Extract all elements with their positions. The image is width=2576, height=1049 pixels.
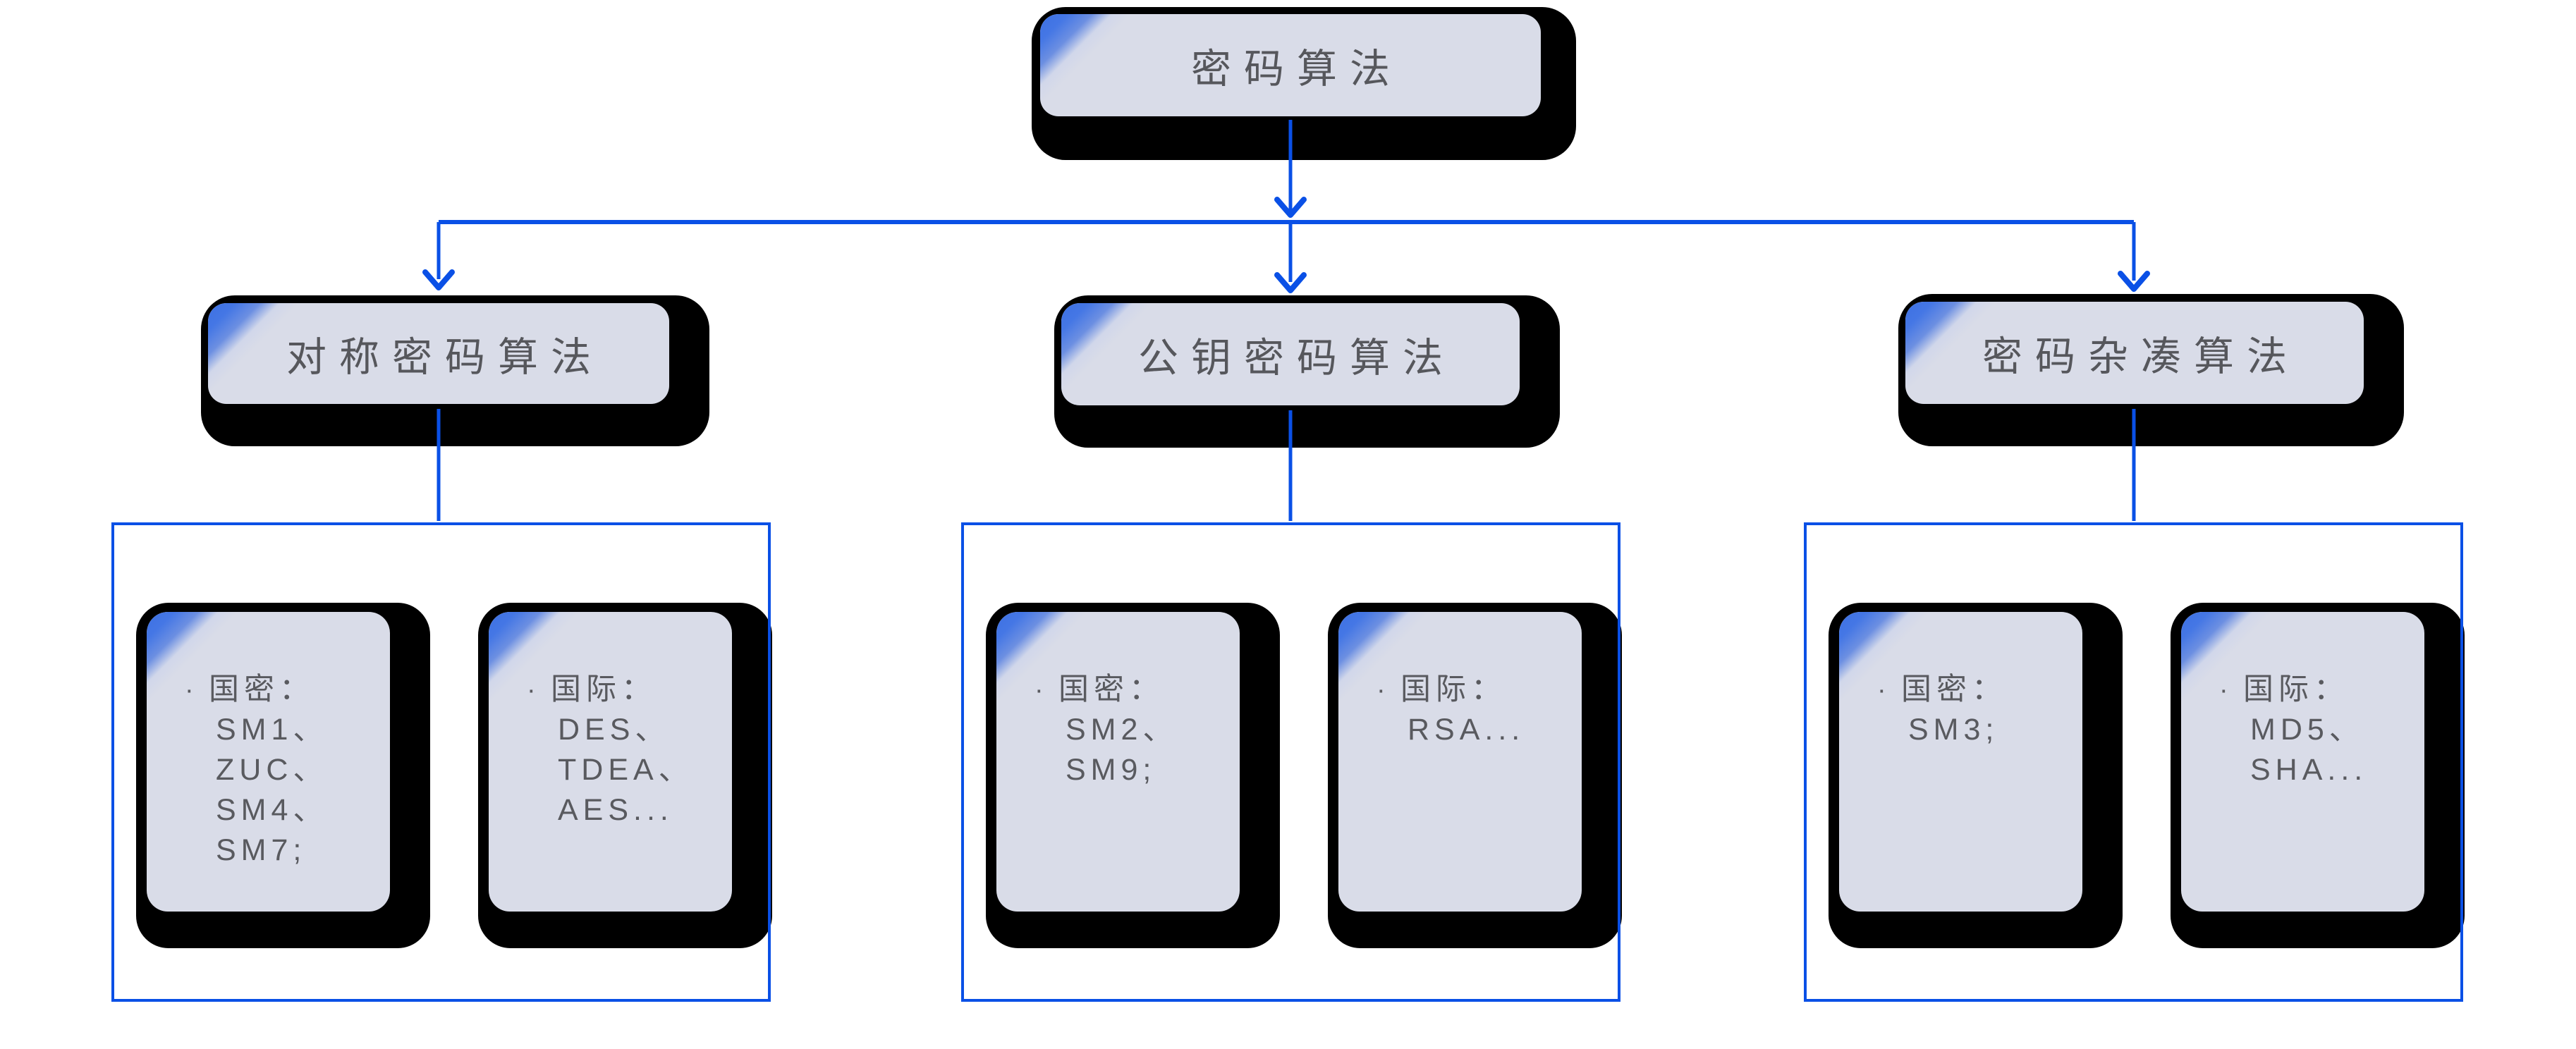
mini-card: · 国际： DES、 TDEA、 AES...: [489, 612, 732, 912]
card-line-text: RSA...: [1408, 713, 1525, 747]
card-line-text: SM2、: [1066, 713, 1178, 747]
card-text-line: · 国密：: [1877, 670, 2007, 710]
card-line-text: ZUC、: [216, 753, 329, 787]
card-line-text: DES、: [558, 713, 671, 747]
bullet-icon: ·: [185, 675, 194, 705]
card-text-line: SM1、: [209, 710, 328, 750]
mini-card: · 国际： MD5、 SHA...: [2181, 612, 2424, 912]
card-text: · 国际： MD5、 SHA...: [2181, 612, 2381, 790]
node-public-key-algorithms: 公钥密码算法: [1054, 295, 1560, 448]
arrowhead-middle-icon: [1274, 272, 1307, 293]
card-text-line: DES、: [551, 710, 694, 750]
node-label: 密码杂凑算法: [1982, 333, 2300, 379]
card-text-line: · 国密：: [1034, 670, 1178, 710]
node-card: 密码杂凑算法: [1905, 302, 2364, 404]
card-text-line: SM4、: [209, 790, 328, 830]
card-text-line: · 国际：: [2219, 670, 2367, 710]
card-text: · 国密： SM1、 ZUC、 SM4、 SM7;: [147, 612, 342, 871]
node-hash-algorithms: 密码杂凑算法: [1898, 294, 2404, 446]
card-text: · 国密： SM2、 SM9;: [996, 612, 1192, 790]
card-line-text: SM1、: [216, 713, 329, 747]
card-text-line: · 国密：: [185, 670, 328, 710]
card-text-line: SM9;: [1058, 750, 1178, 790]
node-symmetric-algorithms: 对称密码算法: [201, 295, 709, 446]
bullet-icon: ·: [1376, 675, 1386, 705]
card-line-text: 国密：: [1901, 673, 2007, 706]
bullet-icon: ·: [1034, 675, 1044, 705]
card-line-text: SM4、: [216, 793, 329, 827]
node-label: 对称密码算法: [286, 334, 604, 380]
card-text: · 国际： DES、 TDEA、 AES...: [489, 612, 708, 830]
arrowhead-right-icon: [2118, 271, 2150, 292]
node-card: 对称密码算法: [208, 303, 669, 404]
card-text-line: ZUC、: [209, 750, 328, 790]
arrowhead-root-icon: [1274, 197, 1307, 218]
bullet-icon: ·: [2219, 675, 2228, 705]
card-text-line: TDEA、: [551, 750, 694, 790]
card-line-text: 国密：: [1058, 673, 1164, 706]
card-line-text: MD5、: [2250, 713, 2364, 747]
card-line-text: SHA...: [2250, 753, 2368, 787]
card-text-line: RSA...: [1400, 710, 1525, 750]
card-text-line: SM3;: [1901, 710, 2007, 750]
card-international-hash: · 国际： MD5、 SHA...: [2171, 603, 2465, 948]
mini-card: · 国密： SM2、 SM9;: [996, 612, 1240, 912]
card-line-text: TDEA、: [558, 753, 694, 787]
card-guomi-symmetric: · 国密： SM1、 ZUC、 SM4、 SM7;: [136, 603, 430, 948]
card-line-text: 国际：: [1400, 673, 1506, 706]
card-line-text: SM9;: [1066, 753, 1156, 787]
card-guomi-hash: · 国密： SM3;: [1829, 603, 2123, 948]
card-text-line: · 国际：: [1376, 670, 1525, 710]
card-text-line: · 国际：: [527, 670, 694, 710]
node-card: 公钥密码算法: [1061, 303, 1520, 405]
group-hash: · 国密： SM3; · 国际： MD5、 SHA...: [1804, 522, 2465, 1002]
card-text-line: AES...: [551, 790, 694, 830]
root-node-card: 密码算法: [1040, 14, 1541, 116]
group-symmetric: · 国密： SM1、 ZUC、 SM4、 SM7; · 国际： DES、 TDEA、…: [111, 522, 772, 1002]
card-text-line: SM7;: [209, 830, 328, 871]
card-text-line: SM2、: [1058, 710, 1178, 750]
card-line-text: 国际：: [2243, 673, 2349, 706]
root-node: 密码算法: [1032, 7, 1576, 160]
card-international-public-key: · 国际： RSA...: [1328, 603, 1622, 948]
bullet-icon: ·: [527, 675, 536, 705]
mini-card: · 国际： RSA...: [1338, 612, 1582, 912]
card-text: · 国际： RSA...: [1338, 612, 1539, 750]
bullet-icon: ·: [1877, 675, 1886, 705]
card-text: · 国密： SM3;: [1839, 612, 2021, 750]
card-guomi-public-key: · 国密： SM2、 SM9;: [986, 603, 1280, 948]
card-international-symmetric: · 国际： DES、 TDEA、 AES...: [478, 603, 772, 948]
card-line-text: AES...: [558, 793, 673, 827]
card-line-text: SM7;: [216, 833, 307, 867]
group-public-key: · 国密： SM2、 SM9; · 国际： RSA...: [961, 522, 1622, 1002]
mini-card: · 国密： SM1、 ZUC、 SM4、 SM7;: [147, 612, 390, 912]
card-line-text: 国密：: [209, 673, 315, 706]
card-line-text: 国际：: [551, 673, 657, 706]
node-label: 公钥密码算法: [1138, 335, 1455, 381]
card-text-line: MD5、: [2243, 710, 2367, 750]
arrowhead-left-icon: [422, 269, 455, 290]
mini-card: · 国密： SM3;: [1839, 612, 2082, 912]
root-node-label: 密码算法: [1191, 46, 1403, 92]
card-line-text: SM3;: [1908, 713, 1999, 747]
card-text-line: SHA...: [2243, 750, 2367, 790]
